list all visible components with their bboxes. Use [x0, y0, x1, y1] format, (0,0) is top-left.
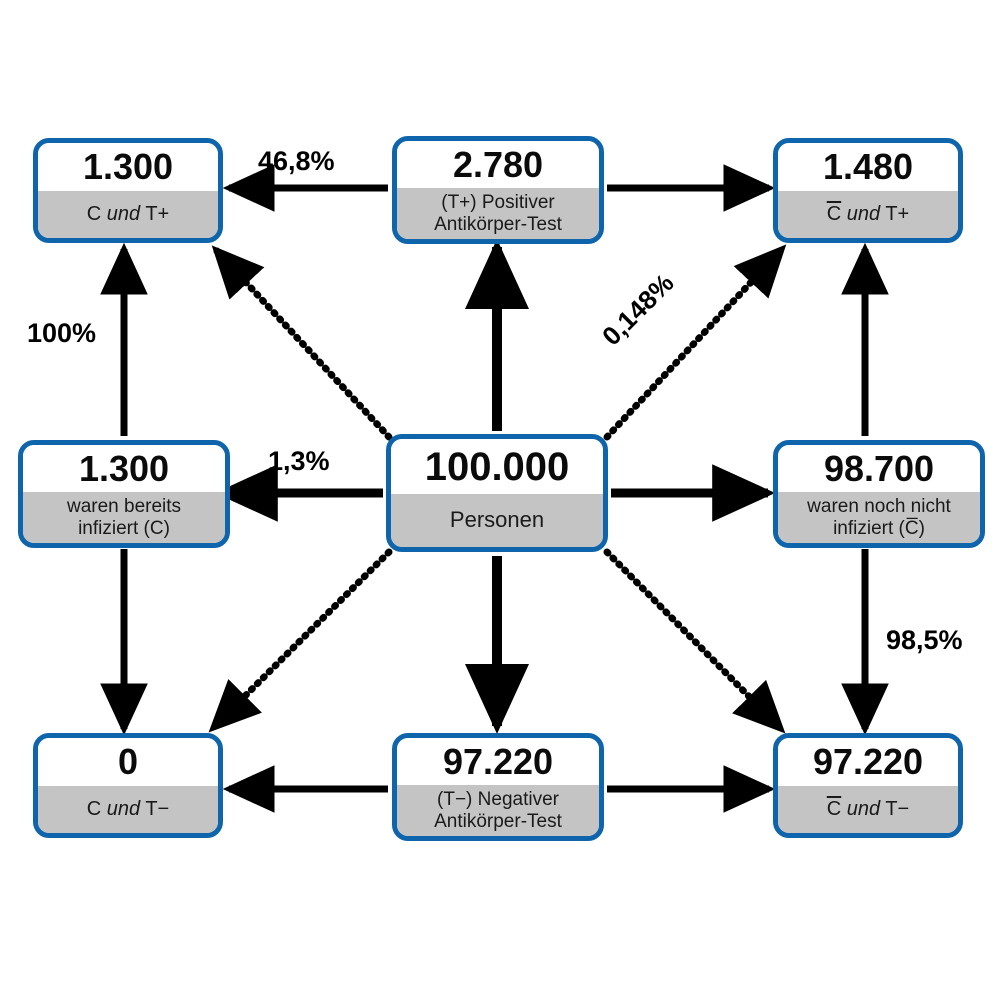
node-label-italic: und	[846, 798, 881, 821]
node-label: C und T+	[778, 191, 958, 238]
node-label-line1: waren bereits	[66, 496, 182, 518]
node-label-post: T+	[880, 203, 910, 226]
node-label-italic: und	[106, 203, 141, 226]
node-population[interactable]: 100.000 Personen	[386, 434, 608, 552]
node-label-pre: C	[826, 203, 842, 226]
node-label-post: T−	[880, 798, 910, 821]
node-label-italic: und	[106, 798, 141, 821]
node-label-line1: (T−) Negativer	[437, 789, 559, 811]
arrow-dotted-center-to-c-tneg	[208, 548, 393, 733]
node-label-line2: Antikörper-Test	[434, 213, 562, 235]
node-label: Personen	[391, 494, 603, 547]
node-c-and-t-positive[interactable]: 1.300 C und T+	[33, 138, 223, 243]
node-c-and-t-negative[interactable]: 0 C und T−	[33, 733, 223, 838]
node-label: (T−) Negativer Antikörper-Test	[397, 785, 599, 836]
node-label: C und T+	[38, 191, 218, 238]
node-label-line1: (T+) Positiver	[441, 192, 555, 214]
arrow-dotted-center-to-notc-tneg	[603, 548, 786, 734]
node-notc-and-t-positive[interactable]: 1.480 C und T+	[773, 138, 963, 243]
node-label: waren noch nicht infiziert (C̅)	[778, 492, 980, 543]
node-number: 0	[38, 738, 218, 786]
node-label-line2-tail: )	[918, 517, 925, 539]
node-number: 1.300	[38, 143, 218, 191]
node-label-post: T+	[140, 203, 170, 226]
node-number: 1.300	[23, 445, 225, 492]
node-number: 100.000	[391, 439, 603, 494]
node-test-positive[interactable]: 2.780 (T+) Positiver Antikörper-Test	[392, 136, 604, 244]
node-label: C und T−	[38, 786, 218, 833]
node-label: (T+) Positiver Antikörper-Test	[397, 188, 599, 239]
node-number: 97.220	[397, 738, 599, 785]
node-test-negative[interactable]: 97.220 (T−) Negativer Antikörper-Test	[392, 733, 604, 841]
arrow-dotted-center-to-c-tpos	[211, 245, 393, 441]
edge-label-center-to-infected: 1,3%	[268, 446, 330, 476]
node-number: 1.480	[778, 143, 958, 191]
edge-label-testpos-to-c-tpos: 46,8%	[258, 146, 335, 176]
node-number: 97.220	[778, 738, 958, 786]
node-label-pre: C	[86, 798, 107, 821]
arrow-dotted-center-to-notc-tpos	[603, 244, 787, 441]
node-label-pre: C	[826, 798, 842, 821]
node-label: C und T−	[778, 786, 958, 833]
edge-label-infected-to-c-tpos: 100%	[27, 318, 97, 348]
node-infected[interactable]: 1.300 waren bereits infiziert (C)	[18, 440, 230, 548]
node-number: 2.780	[397, 141, 599, 188]
node-label-line2: Antikörper-Test	[434, 810, 562, 832]
node-label-pre: C	[86, 203, 107, 226]
node-label-line1: Personen	[449, 507, 545, 533]
node-label: waren bereits infiziert (C)	[23, 492, 225, 543]
node-label-italic: und	[846, 203, 881, 226]
node-label-line2: infiziert (C)	[78, 517, 170, 539]
edge-label-notinfected-to-notc-tneg: 98,5%	[886, 625, 963, 655]
node-number: 98.700	[778, 445, 980, 492]
node-label-line1: waren noch nicht	[807, 496, 951, 518]
node-not-infected[interactable]: 98.700 waren noch nicht infiziert (C̅)	[773, 440, 985, 548]
node-label-post: T−	[140, 798, 170, 821]
node-notc-and-t-negative[interactable]: 97.220 C und T−	[773, 733, 963, 838]
node-label-line2: infiziert (C	[833, 517, 919, 539]
